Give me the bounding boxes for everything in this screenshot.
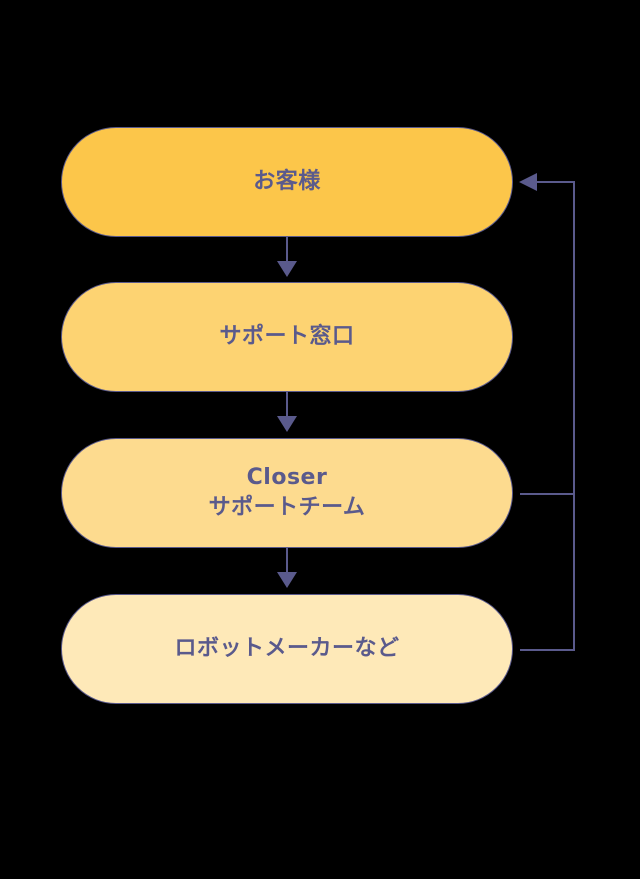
arrow-closer-to-maker (277, 548, 297, 588)
node-support-desk: サポート窓口 (61, 282, 513, 392)
loop-arrowhead (519, 173, 537, 191)
node-closer-support-team: Closer サポートチーム (61, 438, 513, 548)
node-customer: お客様 (61, 127, 513, 237)
node-support-desk-label: サポート窓口 (219, 324, 355, 349)
node-customer-label: お客様 (253, 169, 321, 194)
node-closer-line2: サポートチーム (208, 495, 366, 520)
node-robot-maker: ロボットメーカーなど (61, 594, 513, 704)
arrow-customer-to-support (277, 237, 297, 277)
arrow-support-to-closer (277, 392, 297, 432)
node-closer-support-team-label: Closer サポートチーム (209, 463, 366, 523)
node-robot-maker-label: ロボットメーカーなど (174, 636, 400, 661)
feedback-loop-to-customer (519, 173, 575, 651)
node-closer-line1: Closer (246, 465, 328, 490)
